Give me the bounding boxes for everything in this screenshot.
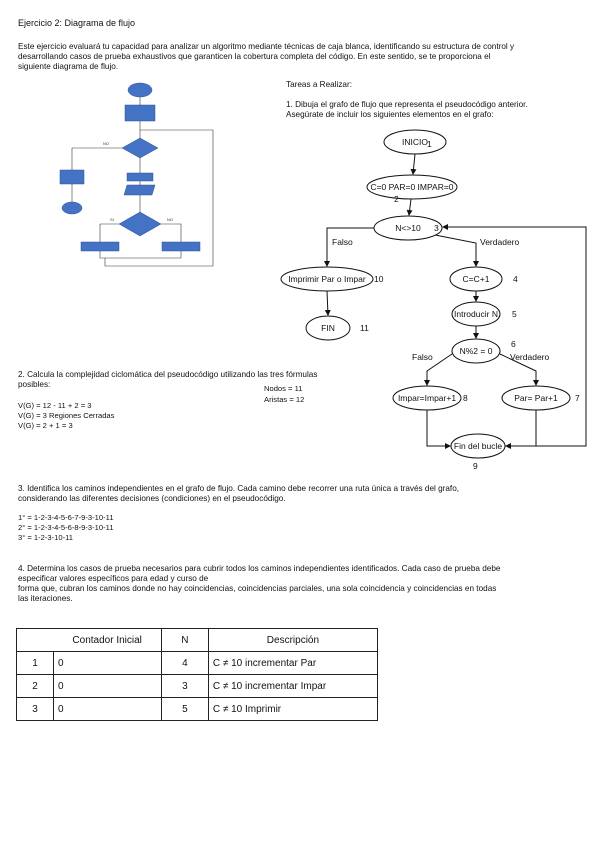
task2-line-1: 2. Calcula la complejidad ciclomática de… <box>18 370 318 379</box>
num-cond: 3 <box>434 223 439 233</box>
task4-line-2: especificar valores específicos para eda… <box>18 574 209 583</box>
flowchart-thumbnail: NO SI NO <box>59 82 214 267</box>
num-fin: 11 <box>360 323 369 333</box>
label-introducir: Introducir N <box>454 309 498 319</box>
thumb-impar <box>80 241 120 252</box>
path-3: 3° = 1-2-3-10-11 <box>18 533 74 542</box>
intro-line-1: Este ejercicio evaluará tu capacidad par… <box>18 42 515 51</box>
task4-line-3: forma que, cubran los caminos donde no h… <box>18 584 497 593</box>
num-impar: 8 <box>463 393 468 403</box>
label-cond: N<>10 <box>395 223 421 233</box>
table-cell-contador: 0 <box>53 697 162 721</box>
table-header-index <box>16 628 54 652</box>
page-title: Ejercicio 2: Diagrama de flujo <box>18 18 136 28</box>
table-row: 3 0 5 C ≠ 10 Imprimir <box>16 697 379 721</box>
thumb-input <box>123 184 156 196</box>
label-cinc: C=C+1 <box>463 274 490 284</box>
task2-line-2: posibles: <box>18 380 51 389</box>
label-impar: Impar=Impar+1 <box>398 393 456 403</box>
table-cell-n: 4 <box>160 651 209 675</box>
thumb-si: SI <box>110 217 114 222</box>
thumb-no: NO <box>103 141 109 146</box>
label-verdadero-1: Verdadero <box>480 237 519 247</box>
node-mod <box>451 338 501 364</box>
task1-line-2: Asegúrate de incluir los siguientes elem… <box>286 110 494 119</box>
flow-graph: INICIO C=0 PAR=0 IMPAR=0 N<>10 Imprimir … <box>280 129 587 471</box>
table-cell-descripcion: C ≠ 10 incrementar Impar <box>207 674 379 698</box>
task1-line-1: 1. Dibuja el grafo de flujo que represen… <box>286 100 528 109</box>
thumb-no2: NO <box>167 217 173 222</box>
label-fin: FIN <box>321 323 335 333</box>
intro-line-2: desarrollando casos de prueba exhaustivo… <box>18 52 491 61</box>
num-introducir: 5 <box>512 309 517 319</box>
formula-2: V(G) = 3 Regiones Cerradas <box>18 411 115 420</box>
thumb-mod <box>118 211 162 237</box>
num-inicio: 1 <box>427 139 432 149</box>
table-cell-contador: 0 <box>53 651 162 675</box>
label-falso-1: Falso <box>332 237 353 247</box>
thumb-init <box>124 104 156 122</box>
num-finbucle: 9 <box>473 461 478 471</box>
num-par: 7 <box>575 393 580 403</box>
table-cell-n: 3 <box>160 674 209 698</box>
label-falso-2: Falso <box>412 352 433 362</box>
tasks-heading: Tareas a Realizar: <box>286 80 352 89</box>
task4-line-4: las iteraciones. <box>18 594 73 603</box>
table-cell-n: 5 <box>160 697 209 721</box>
test-cases-table: Contador Inicial N Descripción 1 0 4 C ≠… <box>16 628 379 721</box>
label-imprimir: Imprimir Par o Impar <box>288 274 366 284</box>
edges-count: Aristas = 12 <box>264 395 305 404</box>
intro-line-3: siguiente diagrama de flujo. <box>18 62 119 71</box>
table-cell-descripcion: C ≠ 10 incrementar Par <box>207 651 379 675</box>
num-init: 2 <box>394 194 399 204</box>
formula-1: V(G) = 12 - 11 + 2 = 3 <box>18 401 92 410</box>
node-init <box>366 174 458 200</box>
table-row: 1 0 4 C ≠ 10 incrementar Par <box>16 651 379 675</box>
thumb-cond <box>121 137 159 159</box>
label-init: C=0 PAR=0 IMPAR=0 <box>370 182 453 192</box>
node-fin <box>305 315 351 341</box>
table-header-descripcion: Descripción <box>207 628 379 652</box>
table-header-contador: Contador Inicial <box>53 628 162 652</box>
table-cell-index: 2 <box>16 674 54 698</box>
num-mod: 6 <box>511 339 516 349</box>
label-finbucle: Fin del bucle <box>454 441 502 451</box>
table-cell-index: 3 <box>16 697 54 721</box>
num-cinc: 4 <box>513 274 518 284</box>
label-par: Par= Par+1 <box>514 393 558 403</box>
path-2: 2° = 1-2-3-4-5-6-8-9-3-10-11 <box>18 523 114 532</box>
table-header-row: Contador Inicial N Descripción <box>16 628 379 652</box>
task3-line-2: considerando las diferentes decisiones (… <box>18 494 286 503</box>
formula-3: V(G) = 2 + 1 = 3 <box>18 421 73 430</box>
path-1: 1° = 1-2-3-4-5-6-7-9-3-10-11 <box>18 513 114 522</box>
nodes-count: Nodos = 11 <box>264 384 303 393</box>
table-cell-index: 1 <box>16 651 54 675</box>
num-imprimir: 10 <box>374 274 384 284</box>
label-inicio: INICIO <box>402 137 428 147</box>
thumb-start <box>127 82 153 98</box>
table-row: 2 0 3 C ≠ 10 incrementar Impar <box>16 674 379 698</box>
table-header-n: N <box>160 628 209 652</box>
label-mod: N%2 = 0 <box>460 346 493 356</box>
task3-line-1: 3. Identifica los caminos independientes… <box>18 484 460 493</box>
thumb-cinc <box>126 172 154 182</box>
table-cell-descripcion: C ≠ 10 Imprimir <box>207 697 379 721</box>
thumb-end <box>61 201 83 215</box>
task4-line-1: 4. Determina los casos de prueba necesar… <box>18 564 501 573</box>
thumb-par <box>161 241 201 252</box>
thumb-print <box>59 169 85 185</box>
table-cell-contador: 0 <box>53 674 162 698</box>
label-verdadero-2: Verdadero <box>510 352 549 362</box>
